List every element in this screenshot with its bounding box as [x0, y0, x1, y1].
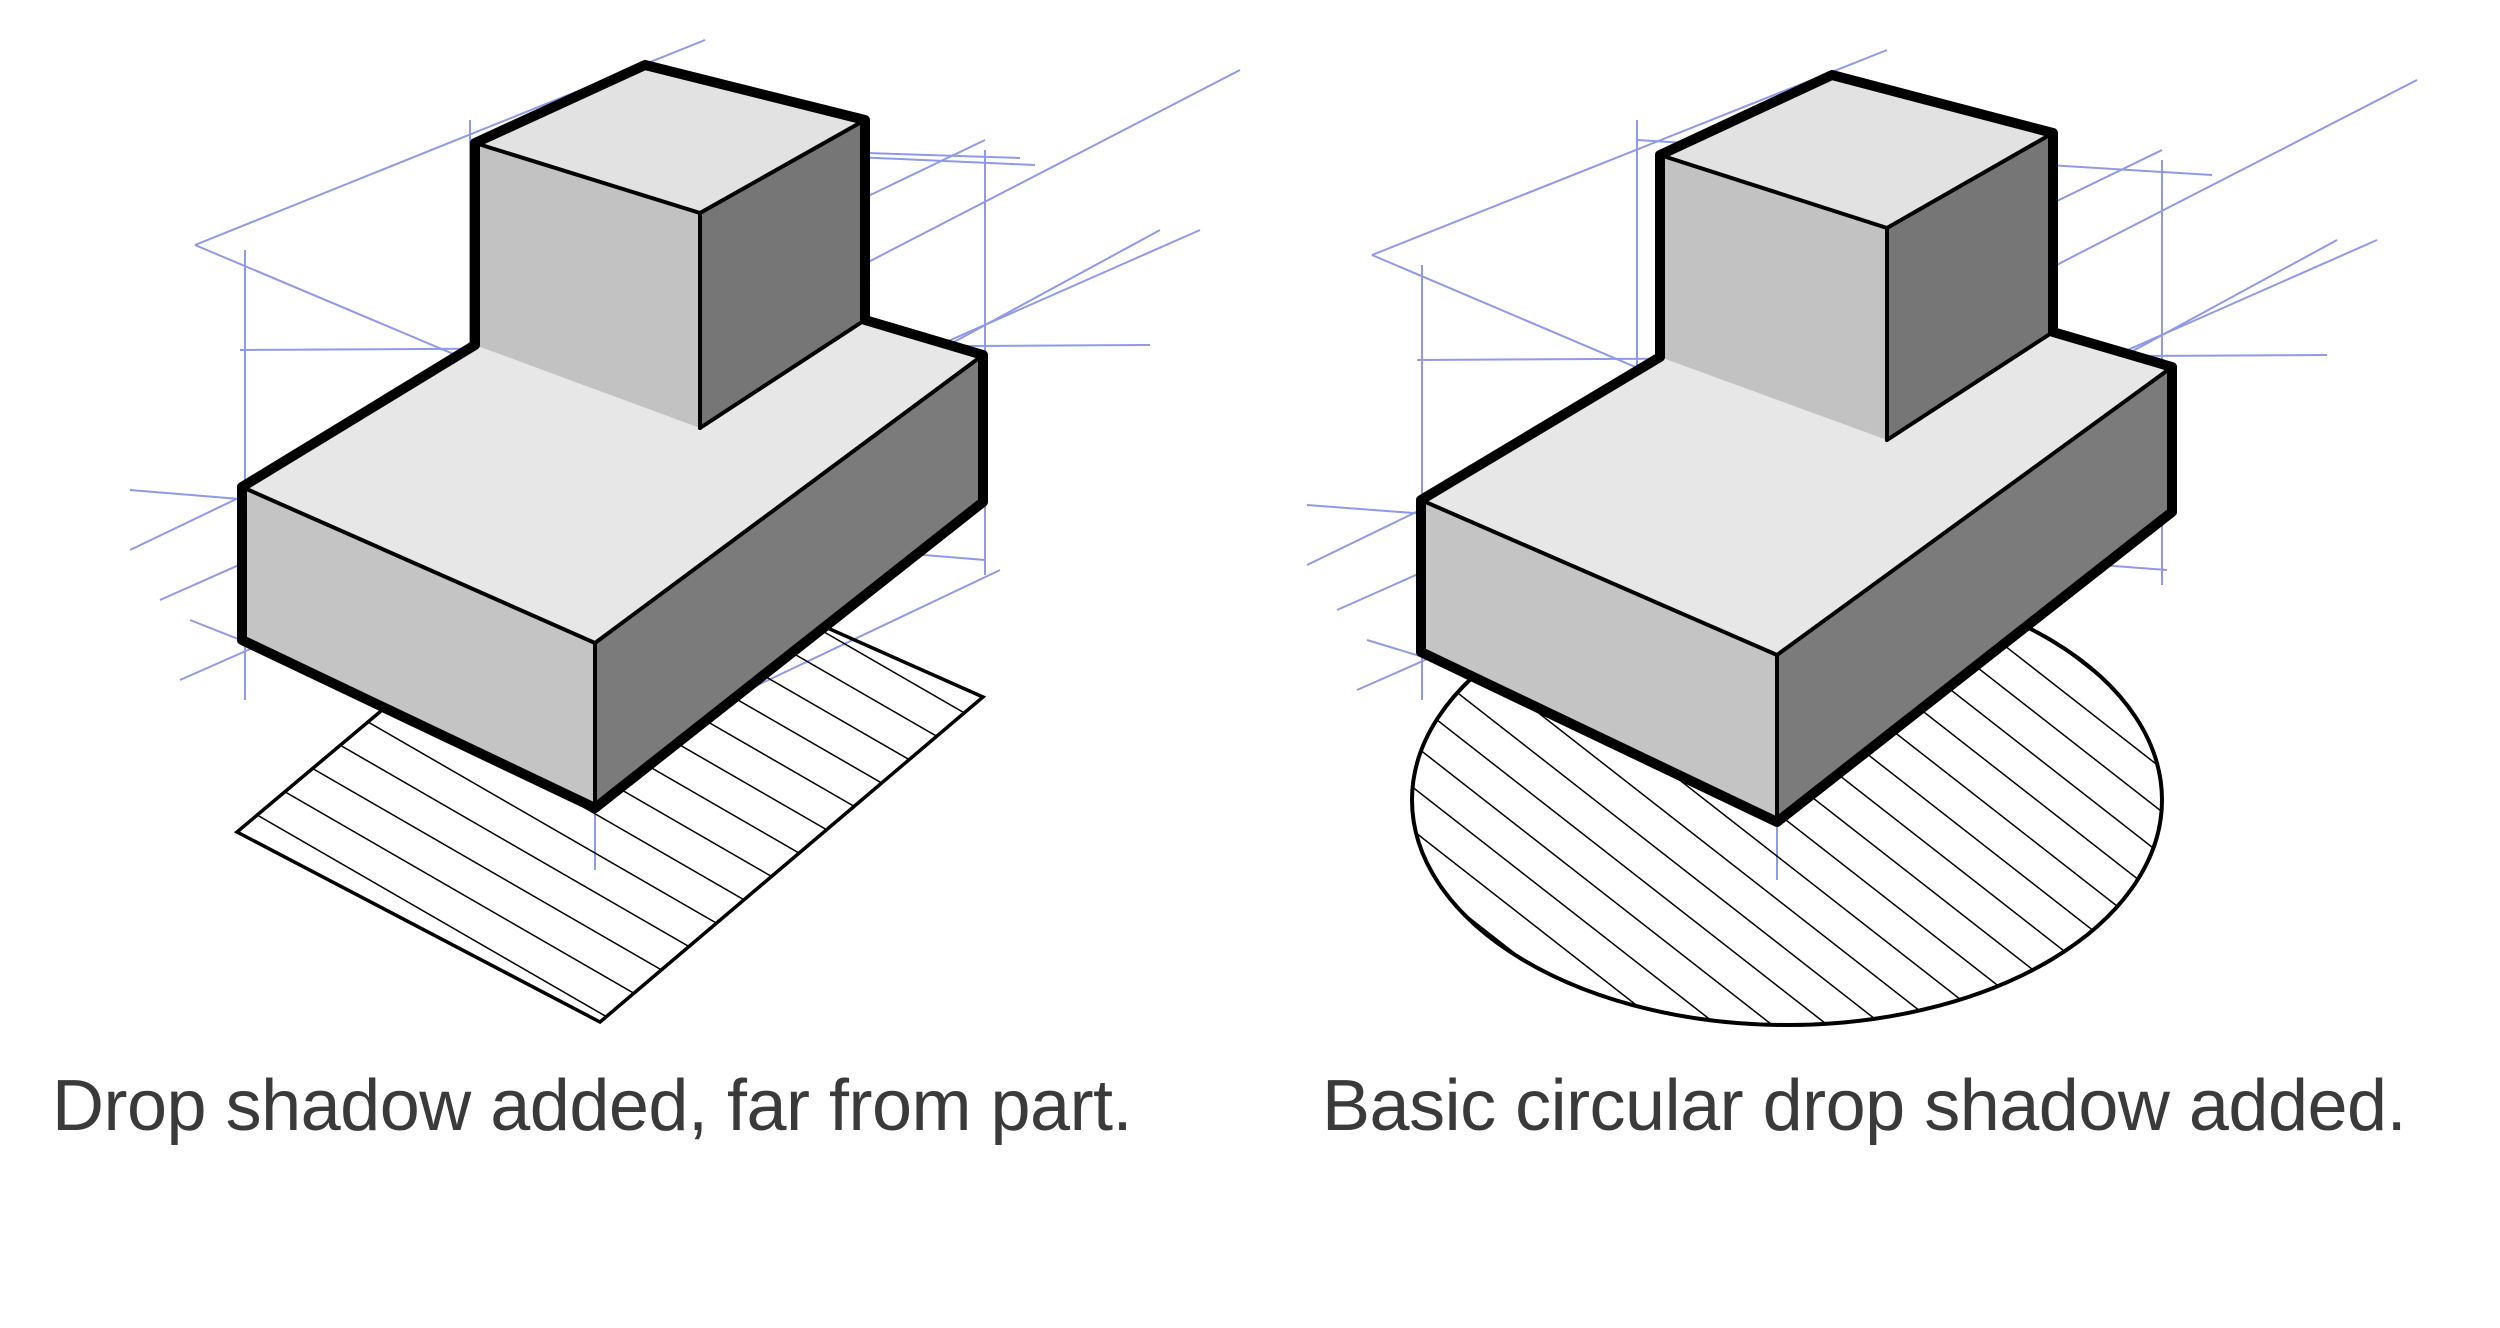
block-top-face: [1421, 332, 2172, 655]
part-outline: [237, 60, 988, 813]
left-diagram: [129, 39, 1241, 1025]
block-front-face: [242, 487, 595, 808]
block-right-face: [1777, 367, 2172, 822]
block-top-face: [242, 320, 983, 643]
part-outline: [1416, 70, 2177, 827]
block-right-face: [595, 355, 983, 808]
right-diagram: [1306, 49, 2418, 1027]
right-caption: Basic circular drop shadow added.: [1322, 1066, 2407, 1146]
left-caption: Drop shadow added, far from part.: [52, 1066, 1133, 1146]
left-panel: Drop shadow added, far from part.: [52, 39, 1241, 1146]
cube-right-face: [1887, 133, 2053, 440]
right-panel: Basic circular drop shadow added.: [1177, 0, 2427, 1328]
block-front-face: [1421, 500, 1777, 822]
cube-right-face: [700, 120, 865, 428]
cube-front-face: [475, 143, 700, 428]
cube-front-face: [1660, 155, 1887, 440]
